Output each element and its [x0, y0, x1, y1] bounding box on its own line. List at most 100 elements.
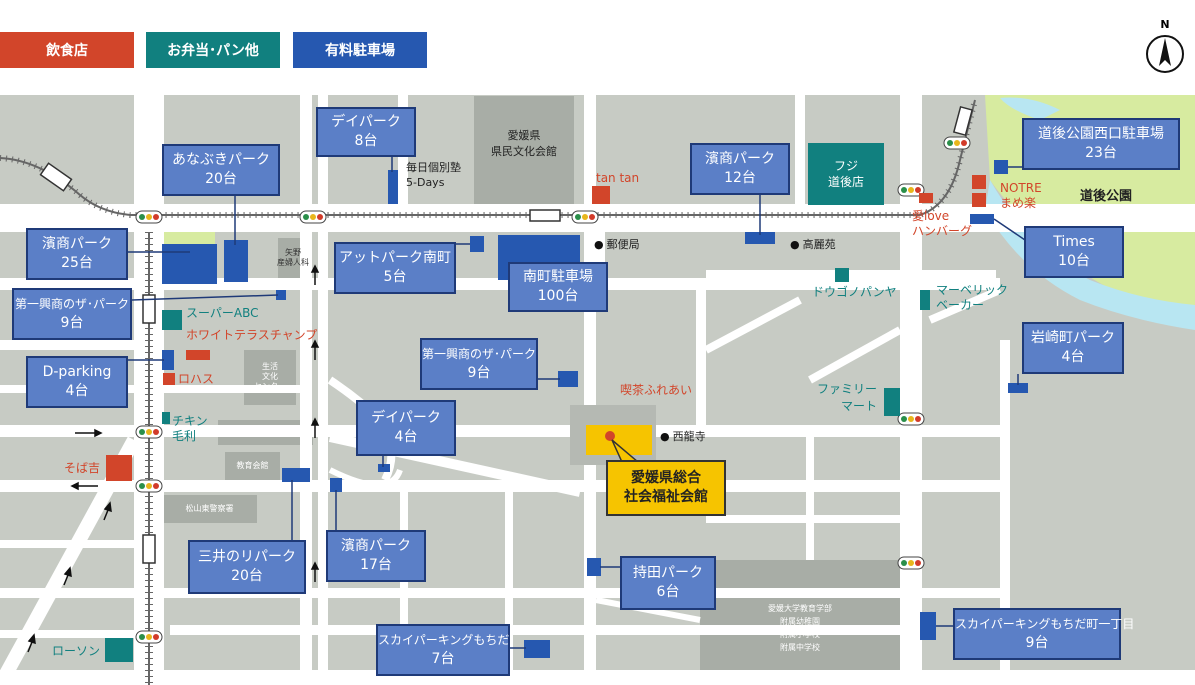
restaurant-sobakichi: そば吉 [64, 461, 101, 475]
callout-name: 持田パーク [633, 565, 703, 581]
restaurant-markers [106, 175, 986, 481]
callout-name: 南町駐車場 [523, 269, 593, 285]
landmark-police: 松山東警察署 [185, 504, 234, 513]
landmark-seikatsu: 生活 文化 センター [254, 362, 286, 391]
legend-parking-label: 有料駐車場 [325, 43, 395, 59]
callout-name: スカイパーキングもちだ [378, 633, 510, 647]
callout-hamasho-25: 濱商パーク 25台 [26, 228, 128, 280]
oneway-arrows [27, 264, 320, 653]
north-label: N [1160, 18, 1170, 31]
callout-count: 23台 [1085, 145, 1117, 161]
restaurant-kissa: 喫茶ふれあい [620, 383, 693, 397]
callout-sky-mochida-1: スカイパーキングもちだ町一丁目 9台 [953, 608, 1135, 660]
landmark-mainichi: 毎日個別塾 5-Days [406, 161, 461, 189]
landmark-chuyo: 中予地方局総合庁舎 [229, 427, 302, 436]
callout-name: 第一興商のザ･パーク [14, 297, 129, 311]
police-block [162, 495, 257, 523]
leader-lines [128, 156, 1026, 649]
callout-count: 8台 [354, 133, 378, 149]
restaurant-whiteterrace: ホワイトテラスチャンプ [186, 328, 318, 342]
callout-iwasaki: 岩崎町パーク 4台 [1022, 322, 1124, 374]
callout-count: 7台 [431, 651, 455, 667]
bento-maverick: マーベリック ベーカー [936, 283, 1009, 312]
restaurant-notre: NOTRE まめ楽 [1000, 181, 1042, 210]
callout-name: D-parking [42, 364, 112, 380]
bento-superabc: スーパーABC [186, 306, 259, 320]
callout-mochida: 持田パーク 6台 [620, 556, 716, 610]
callout-count: 20台 [231, 568, 263, 584]
callout-anabuki: あなぶきパーク 20台 [162, 144, 280, 196]
callout-deipark-4: デイパーク 4台 [356, 400, 456, 456]
callout-name: デイパーク [371, 410, 441, 426]
legend-restaurant-label: 飲食店 [46, 43, 88, 59]
callout-count: 25台 [61, 255, 93, 271]
callout-daiichi-9a: 第一興商のザ･パーク 9台 [12, 288, 132, 340]
callout-mitsui: 三井のリパーク 20台 [188, 540, 306, 594]
callout-name: スカイパーキングもちだ町一丁目 [955, 617, 1135, 631]
bento-lawson: ローソン [52, 644, 101, 658]
callout-count: 100台 [537, 288, 579, 304]
callout-hamasho-17: 濱商パーク 17台 [326, 530, 426, 582]
legend-bento-label: お弁当･パン他 [167, 43, 259, 59]
callout-name: あなぶきパーク [172, 152, 270, 168]
legend-parking: 有料駐車場 [293, 32, 427, 68]
bento-familymart: ファミリー マート [817, 382, 878, 413]
callout-name: アットパーク南町 [339, 250, 451, 266]
facility-label: 愛媛県総合 社会福祉会館 [606, 460, 726, 516]
compass-arrow-icon [1146, 35, 1184, 73]
callout-name: 濱商パーク [341, 538, 411, 554]
landmark-yano: 矢野 産婦人科 [277, 248, 309, 267]
landmark-kenbunka: 愛媛県 県民文化会館 [491, 129, 557, 158]
callout-name: デイパーク [331, 114, 401, 130]
callout-daiichi-9b: 第一興商のザ･パーク 9台 [420, 338, 538, 390]
landmark-kourien: 高麗苑 [790, 238, 836, 251]
callout-name: 岩崎町パーク [1031, 330, 1115, 346]
kenbunka-block [474, 96, 574, 204]
seikatsu-block [244, 350, 296, 405]
callout-sky-mochida: スカイパーキングもちだ 7台 [376, 624, 510, 676]
callout-count: 20台 [205, 171, 237, 187]
callout-count: 17台 [360, 557, 392, 573]
callout-count: 4台 [1061, 349, 1085, 365]
facility-line1: 愛媛県総合 [631, 470, 701, 486]
callout-count: 10台 [1058, 253, 1090, 269]
facility-line2: 社会福祉会館 [624, 489, 708, 505]
north-compass: N [1145, 18, 1185, 78]
callout-count: 5台 [383, 269, 407, 285]
landmark-dogokoen: 道後公園 [1080, 189, 1133, 204]
callout-name: 三井のリパーク [198, 549, 296, 565]
landmark-yubin: 郵便局 [594, 238, 640, 251]
kissa-dot [605, 431, 615, 441]
callout-count: 9台 [60, 315, 84, 331]
restaurant-tantan: tan tan [596, 171, 640, 185]
traffic-signals [135, 136, 971, 644]
bento-dogonopanya: ドウゴノパンヤ [812, 285, 897, 299]
callout-count: 9台 [467, 365, 491, 381]
callout-name: Times [1053, 234, 1095, 250]
callout-name: 濱商パーク [42, 236, 112, 252]
callout-minamimachi: 南町駐車場 100台 [508, 262, 608, 312]
callout-count: 9台 [1025, 635, 1049, 651]
kyoiku-block [225, 452, 280, 480]
callout-atpark: アットパーク南町 5台 [334, 242, 456, 294]
callout-count: 12台 [724, 170, 756, 186]
callout-deipark-8: デイパーク 8台 [316, 107, 416, 157]
restaurant-rohasu: ロハス [178, 372, 215, 386]
legend-restaurant: 飲食店 [0, 32, 134, 68]
ehimeuniv-block [700, 560, 900, 685]
callout-name: 第一興商のザ･パーク [422, 347, 537, 361]
callout-count: 6台 [656, 584, 680, 600]
bento-fuji: フジ 道後店 [827, 159, 864, 189]
legend-bento: お弁当･パン他 [146, 32, 280, 68]
tram-line [0, 99, 978, 685]
landmark-kyoiku: 教育会館 [236, 461, 269, 470]
restaurant-ailove: 愛love ハンバーグ [912, 209, 973, 238]
landmark-ehimeuniv: 愛媛大学教育学部 附属幼稚園 附属小学校 附属中学校 [768, 604, 832, 652]
callout-times: Times 10台 [1024, 226, 1124, 278]
callout-count: 4台 [394, 429, 418, 445]
